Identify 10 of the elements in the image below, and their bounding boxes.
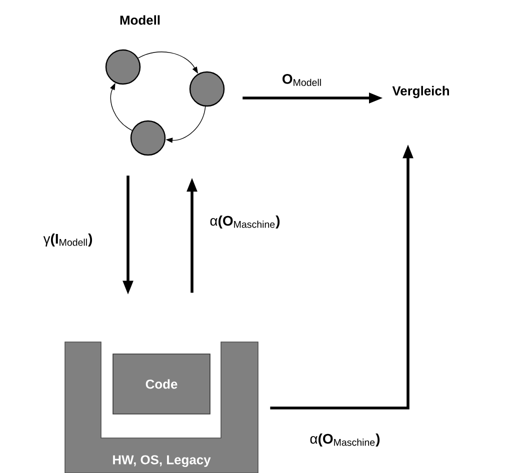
circle: [130, 120, 166, 156]
heading: Vergleich: [392, 86, 449, 98]
edge-label: γ(I$_{Modell}$): [43, 234, 92, 246]
edge-label: O$_{Modell}$: [282, 74, 321, 86]
edge-label: α(O$_{Maschine}$): [310, 433, 380, 446]
heading: Modell: [120, 15, 160, 25]
edge-label: α(O$_{Maschine}$): [210, 216, 280, 228]
code-box: Code: [112, 354, 210, 414]
circle: [105, 49, 141, 85]
circle: [189, 71, 225, 107]
